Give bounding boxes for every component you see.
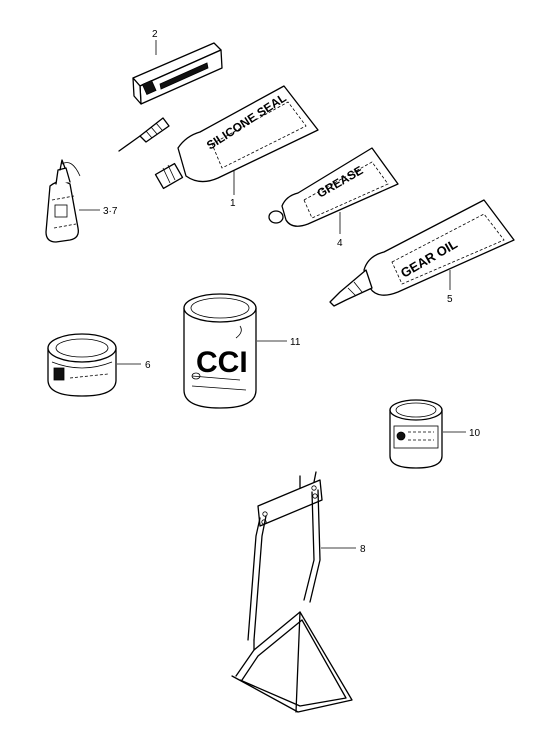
cci-brand-label: CCI xyxy=(196,346,248,379)
part-2-bond-box xyxy=(132,42,223,105)
callout-6: 6 xyxy=(145,360,151,371)
callout-4: 4 xyxy=(337,238,343,249)
callout-1: 1 xyxy=(230,198,236,209)
callout-8: 8 xyxy=(360,544,366,555)
part-4-grease-tube: GREASE xyxy=(268,147,399,227)
part-1-silicone-seal-tube: SILICONE SEAL xyxy=(154,85,319,190)
callout-2: 2 xyxy=(152,29,158,40)
callout-3-7: 3·7 xyxy=(103,206,118,217)
callout-11: 11 xyxy=(290,337,301,348)
part-10-small-tin xyxy=(389,399,443,469)
callout-5: 5 xyxy=(447,294,453,305)
part-3-7-oil-bottle xyxy=(45,159,81,243)
part-5-gear-oil-tube: GEAR OIL xyxy=(329,199,515,307)
callout-10: 10 xyxy=(469,428,481,439)
part-11-cci-can: CCI xyxy=(183,293,257,409)
applicator-nozzle xyxy=(118,117,170,152)
part-6-short-tin xyxy=(47,333,117,397)
part-8-engine-stand xyxy=(231,471,353,713)
